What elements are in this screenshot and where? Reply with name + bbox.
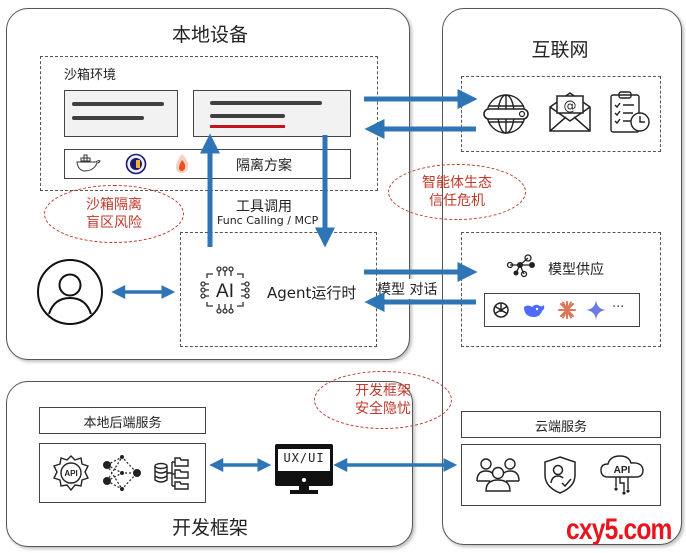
firecracker-icon	[176, 154, 189, 173]
more-providers: ···	[612, 300, 625, 315]
internet-services-area	[461, 76, 661, 152]
cloud-label-box: 云端服务	[461, 411, 661, 438]
agent-runtime-label: Agent运行时	[267, 284, 357, 302]
sandbox-label: 沙箱环境	[64, 68, 117, 83]
gvisor-icon	[125, 153, 147, 175]
openai-icon	[493, 302, 509, 318]
risk-sandbox-blindspot: 沙箱隔离 盲区风险	[44, 185, 184, 243]
sandbox-window-2	[193, 90, 351, 137]
risk-line: 智能体生态	[422, 175, 492, 191]
risk-line: 沙箱隔离	[86, 197, 142, 213]
shield-user-icon	[544, 456, 576, 494]
text-line	[210, 114, 285, 118]
users-icon	[476, 458, 520, 492]
risk-line: 信任危机	[429, 193, 485, 209]
deepseek-icon	[524, 304, 545, 317]
ai-chip-icon: AI	[200, 266, 250, 314]
dev-framework-title: 开发框架	[171, 517, 248, 539]
local-device-title: 本地设备	[171, 24, 248, 46]
model-providers-bar: ···	[484, 293, 640, 327]
api-gear-icon: API	[53, 455, 89, 492]
risk-framework-security: 开发框架 安全隐忧	[314, 371, 452, 429]
cloud-api-icon: API	[600, 455, 644, 495]
web-search-icon	[483, 94, 529, 134]
risk-line: 盲区风险	[86, 215, 142, 231]
svg-text:AI: AI	[216, 281, 234, 302]
agent-runtime-area	[180, 232, 377, 347]
tool-call-label: 工具调用	[236, 199, 292, 215]
docker-icon	[76, 154, 101, 172]
risk-ecosystem-trust: 智能体生态 信任危机	[388, 164, 526, 220]
cloud-label: 云端服务	[534, 420, 587, 435]
text-line	[72, 102, 164, 106]
isolation-label: 隔离方案	[236, 158, 292, 174]
alert-line	[210, 125, 285, 128]
svg-text:API: API	[64, 469, 77, 478]
model-supply-area	[461, 232, 661, 347]
svg-text:API: API	[614, 465, 631, 476]
ux-ui-label: UX/UI	[283, 451, 325, 465]
gemini-icon	[586, 300, 606, 320]
task-schedule-icon	[610, 91, 650, 133]
sandbox-window-1	[64, 90, 178, 137]
internet-title: 互联网	[531, 39, 589, 61]
claude-icon	[558, 301, 576, 319]
model-network-icon	[506, 254, 535, 278]
database-folders-icon	[154, 457, 189, 490]
local-backend-label-box: 本地后端服务	[39, 407, 206, 434]
watermark: cxy5.com	[566, 513, 672, 546]
isolation-bar: 隔离方案	[64, 149, 351, 179]
risk-line: 开发框架	[355, 383, 411, 399]
model-supply-label: 模型供应	[548, 262, 604, 278]
user-avatar-icon[interactable]	[36, 258, 104, 326]
tool-call-sublabel: Func Calling / MCP	[217, 214, 319, 227]
text-line	[210, 101, 322, 105]
svg-text:@: @	[564, 99, 577, 114]
model-dialog-label: 模型 对话	[377, 279, 438, 299]
neural-network-icon	[103, 455, 141, 491]
local-backend-label: 本地后端服务	[83, 416, 162, 431]
local-backend-icons-box: API	[39, 443, 206, 503]
risk-line: 安全隐忧	[355, 401, 411, 417]
ux-ui-monitor-icon[interactable]	[274, 443, 334, 495]
email-icon: @	[549, 92, 591, 132]
text-line	[72, 116, 144, 120]
cloud-icons-box: API	[461, 444, 661, 506]
